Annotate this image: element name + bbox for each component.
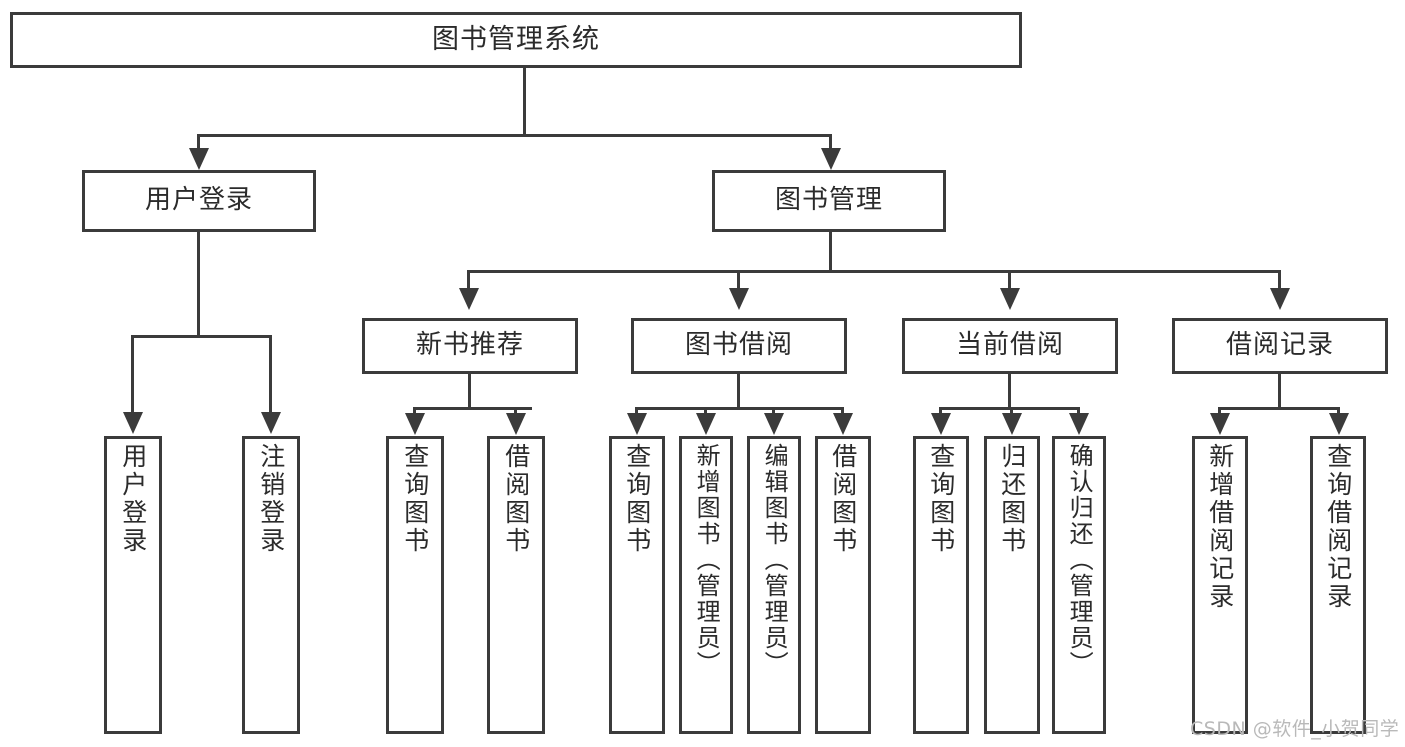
node-user-login[interactable]: 用户登录 — [82, 170, 316, 232]
connector-recommend-stem — [468, 374, 471, 408]
arrowhead-leaf-borrow-book-recommend — [506, 413, 526, 435]
leaf-logout[interactable]: 注销登录 — [242, 436, 300, 734]
arrowhead-leaf-query-book-current — [931, 413, 951, 435]
leaf-confirm-return-admin[interactable]: 确认归还（管理员） — [1052, 436, 1106, 734]
connector-user-login-drop-1 — [131, 335, 134, 414]
connector-bm-drop-4 — [1278, 270, 1281, 290]
arrowhead-book-management — [821, 148, 841, 170]
connector-bm-drop-1 — [467, 270, 470, 290]
node-book-management[interactable]: 图书管理 — [712, 170, 946, 232]
connector-recommend-drop-1 — [413, 407, 416, 415]
leaf-add-book-admin-label: 新增图书（管理员） — [692, 443, 721, 677]
connector-root-bus — [198, 134, 832, 137]
arrowhead-user-login — [189, 148, 209, 170]
connector-recommend-drop-2 — [514, 407, 517, 415]
connector-root-to-book-management — [829, 134, 832, 150]
node-new-book-recommend-label: 新书推荐 — [415, 330, 524, 361]
connector-record-drop-2 — [1337, 407, 1340, 415]
leaf-borrow-book-recommend[interactable]: 借阅图书 — [487, 436, 545, 734]
node-new-book-recommend[interactable]: 新书推荐 — [362, 318, 578, 374]
arrowhead-leaf-query-book-borrow — [627, 413, 647, 435]
connector-user-login-stem — [197, 232, 200, 335]
node-root[interactable]: 图书管理系统 — [10, 12, 1022, 68]
leaf-confirm-return-admin-label: 确认归还（管理员） — [1065, 443, 1094, 677]
arrowhead-new-book-recommend — [459, 288, 479, 310]
connector-recommend-bus — [414, 407, 532, 410]
leaf-add-borrow-record[interactable]: 新增借阅记录 — [1192, 436, 1248, 734]
arrowhead-leaf-borrow-book — [833, 413, 853, 435]
arrowhead-leaf-add-book-admin — [696, 413, 716, 435]
connector-current-drop-1 — [939, 407, 942, 415]
connector-borrow-drop-2 — [704, 407, 707, 415]
node-user-login-label: 用户登录 — [144, 185, 253, 216]
leaf-query-book-current[interactable]: 查询图书 — [913, 436, 969, 734]
leaf-return-book-label: 归还图书 — [997, 443, 1027, 555]
leaf-query-book-borrow[interactable]: 查询图书 — [609, 436, 665, 734]
connector-user-login-drop-2 — [269, 335, 272, 414]
arrowhead-leaf-query-borrow-record — [1329, 413, 1349, 435]
arrowhead-borrow-record — [1270, 288, 1290, 310]
leaf-borrow-book-recommend-label: 借阅图书 — [501, 443, 531, 555]
arrowhead-leaf-add-borrow-record — [1210, 413, 1230, 435]
arrowhead-leaf-edit-book-admin — [764, 413, 784, 435]
leaf-user-login[interactable]: 用户登录 — [104, 436, 162, 734]
connector-borrow-bus — [636, 407, 843, 410]
connector-current-drop-2 — [1010, 407, 1013, 415]
connector-borrow-drop-3 — [772, 407, 775, 415]
node-book-borrow[interactable]: 图书借阅 — [631, 318, 847, 374]
csdn-watermark: CSDN @软件_小贺同学 — [1190, 718, 1400, 740]
node-current-borrow-label: 当前借阅 — [955, 330, 1064, 361]
connector-record-stem — [1278, 374, 1281, 408]
leaf-logout-label: 注销登录 — [256, 443, 286, 555]
connector-borrow-stem — [737, 374, 740, 408]
leaf-add-borrow-record-label: 新增借阅记录 — [1205, 443, 1235, 611]
leaf-query-book-recommend-label: 查询图书 — [400, 443, 430, 555]
leaf-user-login-label: 用户登录 — [118, 443, 148, 555]
leaf-query-borrow-record-label: 查询借阅记录 — [1323, 443, 1353, 611]
leaf-return-book[interactable]: 归还图书 — [984, 436, 1040, 734]
arrowhead-leaf-return-book — [1002, 413, 1022, 435]
connector-book-management-stem — [829, 232, 832, 271]
connector-root-stem — [523, 68, 526, 136]
connector-book-management-bus — [468, 270, 1280, 273]
leaf-query-book-borrow-label: 查询图书 — [622, 443, 652, 555]
node-root-label: 图书管理系统 — [432, 23, 600, 55]
connector-current-stem — [1008, 374, 1011, 408]
node-book-management-label: 图书管理 — [774, 185, 883, 216]
arrowhead-current-borrow — [1000, 288, 1020, 310]
node-borrow-record-label: 借阅记录 — [1225, 330, 1334, 361]
leaf-borrow-book-label: 借阅图书 — [828, 443, 858, 555]
leaf-query-book-current-label: 查询图书 — [926, 443, 956, 555]
connector-root-to-user-login — [197, 134, 200, 150]
connector-record-drop-1 — [1218, 407, 1221, 415]
leaf-borrow-book[interactable]: 借阅图书 — [815, 436, 871, 734]
leaf-edit-book-admin[interactable]: 编辑图书（管理员） — [747, 436, 801, 734]
arrowhead-leaf-logout — [261, 412, 281, 434]
arrowhead-leaf-user-login — [123, 412, 143, 434]
node-book-borrow-label: 图书借阅 — [684, 330, 793, 361]
arrowhead-book-borrow — [729, 288, 749, 310]
node-borrow-record[interactable]: 借阅记录 — [1172, 318, 1388, 374]
arrowhead-leaf-confirm-return-admin — [1069, 413, 1089, 435]
connector-user-login-bus — [132, 335, 271, 338]
connector-current-bus — [940, 407, 1079, 410]
connector-borrow-drop-1 — [635, 407, 638, 415]
leaf-edit-book-admin-label: 编辑图书（管理员） — [760, 443, 789, 677]
connector-borrow-drop-4 — [841, 407, 844, 415]
connector-bm-drop-2 — [737, 270, 740, 290]
leaf-query-borrow-record[interactable]: 查询借阅记录 — [1310, 436, 1366, 734]
leaf-add-book-admin[interactable]: 新增图书（管理员） — [679, 436, 733, 734]
connector-current-drop-3 — [1077, 407, 1080, 415]
leaf-query-book-recommend[interactable]: 查询图书 — [386, 436, 444, 734]
arrowhead-leaf-query-book-recommend — [405, 413, 425, 435]
node-current-borrow[interactable]: 当前借阅 — [902, 318, 1118, 374]
connector-record-bus — [1219, 407, 1339, 410]
connector-bm-drop-3 — [1008, 270, 1011, 290]
